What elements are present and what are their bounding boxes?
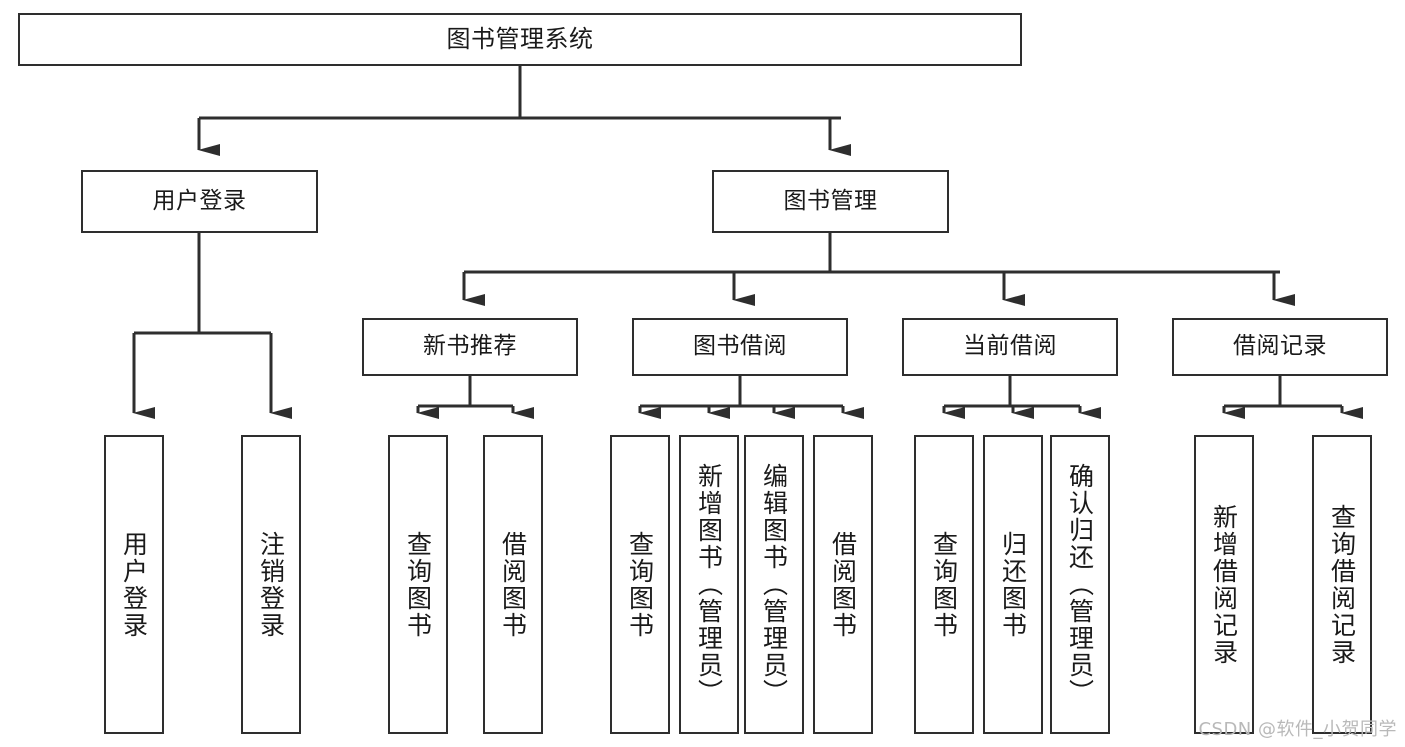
leaf-book-borrow-add-label: 新增图书（管理员） <box>694 463 724 706</box>
leaf-current-borrow-query[interactable]: 查询图书 <box>914 435 974 734</box>
leaf-borrow-record-add-label: 新增借阅记录 <box>1209 503 1239 666</box>
node-user-login[interactable]: 用户登录 <box>81 170 318 233</box>
leaf-book-borrow-borrow[interactable]: 借阅图书 <box>813 435 873 734</box>
leaf-book-borrow-add[interactable]: 新增图书（管理员） <box>679 435 739 734</box>
node-current-borrow[interactable]: 当前借阅 <box>902 318 1118 376</box>
node-book-borrow[interactable]: 图书借阅 <box>632 318 848 376</box>
leaf-current-borrow-query-label: 查询图书 <box>929 530 959 639</box>
node-book-borrow-label: 图书借阅 <box>693 333 787 360</box>
leaf-borrow-record-query-label: 查询借阅记录 <box>1327 503 1357 666</box>
leaf-borrow-record-query[interactable]: 查询借阅记录 <box>1312 435 1372 734</box>
node-borrow-record[interactable]: 借阅记录 <box>1172 318 1388 376</box>
node-root[interactable]: 图书管理系统 <box>18 13 1022 66</box>
node-book-manage-label: 图书管理 <box>783 187 878 214</box>
leaf-book-borrow-edit[interactable]: 编辑图书（管理员） <box>744 435 804 734</box>
leaf-new-book-query[interactable]: 查询图书 <box>388 435 448 734</box>
node-book-manage[interactable]: 图书管理 <box>712 170 949 233</box>
node-root-label: 图书管理系统 <box>446 25 594 54</box>
leaf-book-borrow-borrow-label: 借阅图书 <box>828 530 858 639</box>
leaf-book-borrow-query-label: 查询图书 <box>625 530 655 639</box>
leaf-current-borrow-confirm[interactable]: 确认归还（管理员） <box>1050 435 1110 734</box>
node-current-borrow-label: 当前借阅 <box>963 333 1057 360</box>
node-new-book-recommend-label: 新书推荐 <box>423 333 517 360</box>
leaf-new-book-query-label: 查询图书 <box>403 530 433 639</box>
leaf-current-borrow-confirm-label: 确认归还（管理员） <box>1065 463 1095 706</box>
leaf-book-borrow-edit-label: 编辑图书（管理员） <box>759 463 789 706</box>
leaf-current-borrow-return-label: 归还图书 <box>998 530 1028 639</box>
node-user-login-label: 用户登录 <box>152 187 247 214</box>
leaf-new-book-borrow-label: 借阅图书 <box>498 530 528 639</box>
leaf-new-book-borrow[interactable]: 借阅图书 <box>483 435 543 734</box>
leaf-user-login-login[interactable]: 用户登录 <box>104 435 164 734</box>
leaf-borrow-record-add[interactable]: 新增借阅记录 <box>1194 435 1254 734</box>
leaf-user-login-logout[interactable]: 注销登录 <box>241 435 301 734</box>
leaf-current-borrow-return[interactable]: 归还图书 <box>983 435 1043 734</box>
node-new-book-recommend[interactable]: 新书推荐 <box>362 318 578 376</box>
node-borrow-record-label: 借阅记录 <box>1233 333 1327 360</box>
leaf-book-borrow-query[interactable]: 查询图书 <box>610 435 670 734</box>
leaf-user-login-logout-label: 注销登录 <box>256 530 286 639</box>
leaf-user-login-login-label: 用户登录 <box>119 530 149 639</box>
